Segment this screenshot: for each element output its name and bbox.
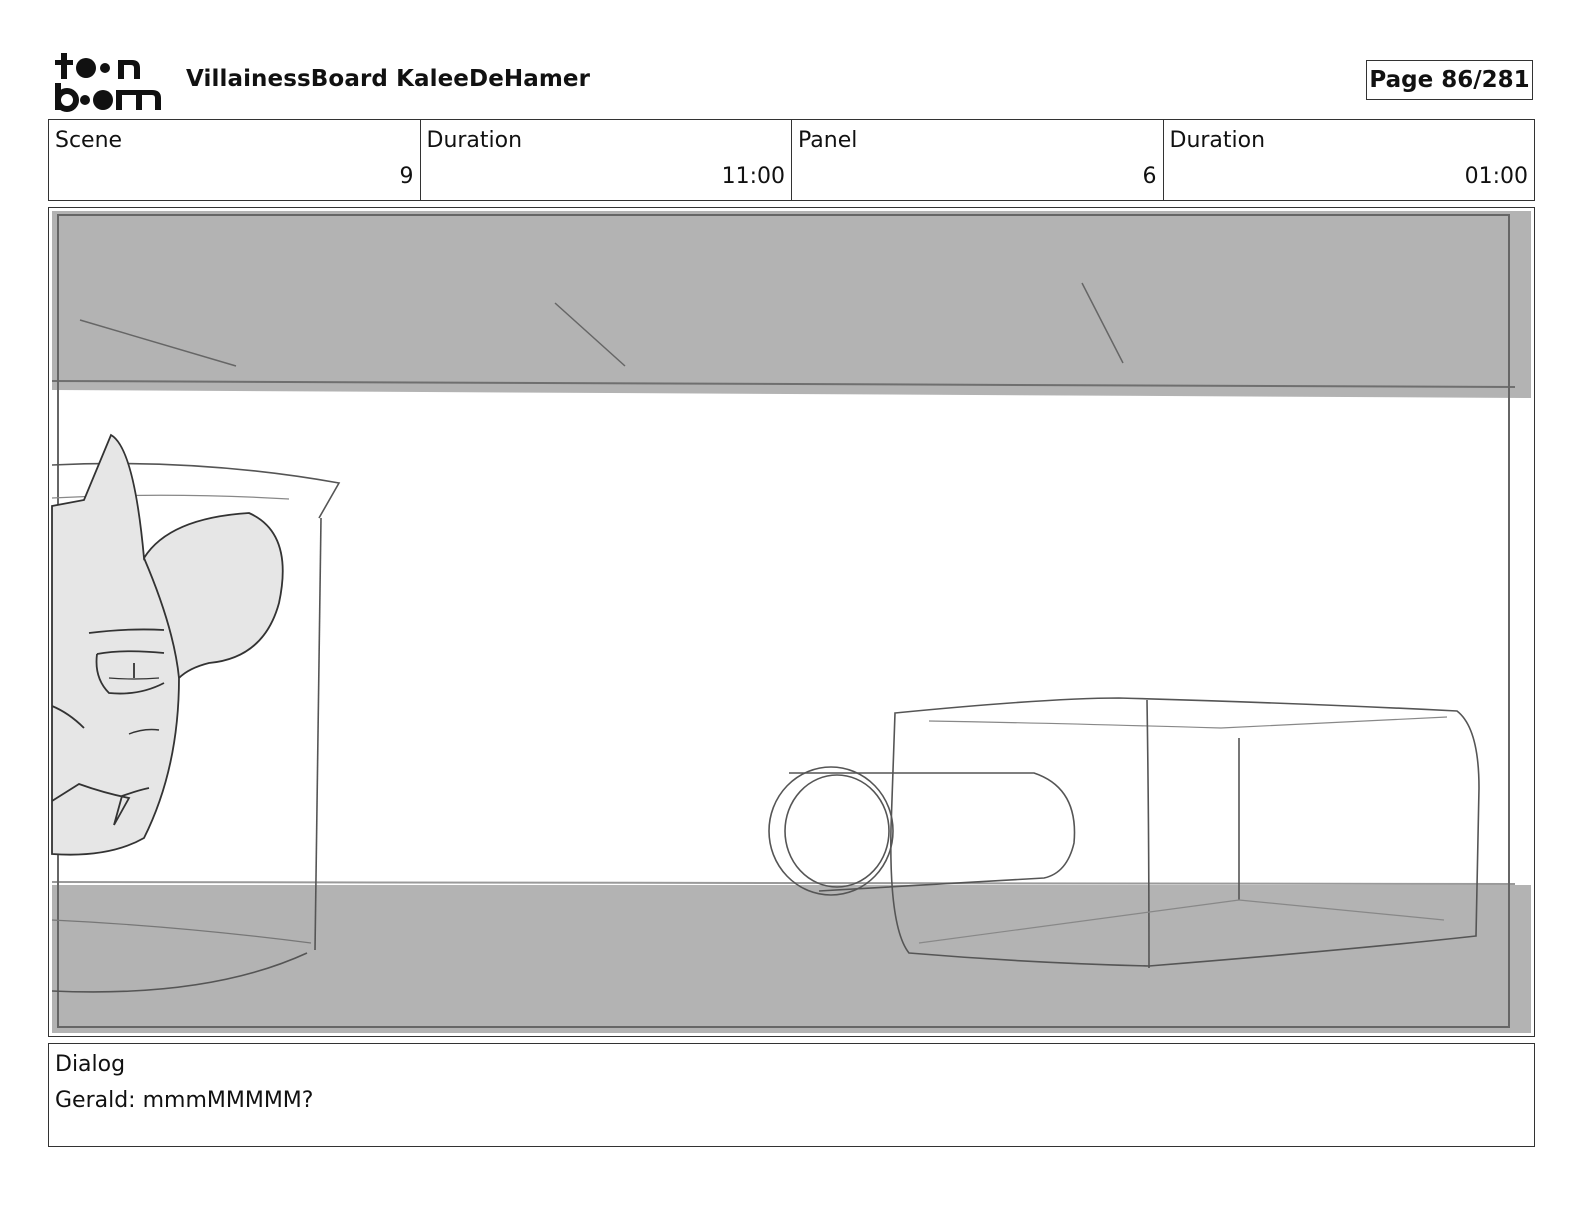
panel-duration-value: 01:00	[1464, 164, 1528, 189]
scene-cell: Scene 9	[49, 120, 421, 200]
project-title: VillainessBoard KaleeDeHamer	[186, 66, 591, 92]
glass-jar	[51, 462, 341, 993]
panel-value: 6	[1142, 164, 1157, 189]
toonboom-logo-icon	[55, 53, 161, 112]
dialog-box: Dialog Gerald: mmmMMMMM?	[48, 1043, 1535, 1147]
bottle-sketch	[768, 697, 1480, 969]
character-sketch	[51, 433, 284, 856]
toonboom-logo	[52, 50, 164, 112]
bottom-shelf	[52, 885, 1531, 1033]
page-indicator: Page 86/281	[1366, 60, 1533, 100]
scene-duration-label: Duration	[426, 128, 523, 153]
scene-info-row: Scene 9 Duration 11:00 Panel 6 Duration …	[48, 119, 1535, 201]
scene-duration-cell: Duration 11:00	[421, 120, 792, 200]
dialog-text: Gerald: mmmMMMMM?	[55, 1088, 314, 1113]
panel-duration-cell: Duration 01:00	[1164, 120, 1535, 200]
dialog-label: Dialog	[55, 1052, 126, 1077]
scene-value: 9	[399, 164, 414, 189]
top-shelf	[52, 211, 1531, 398]
scene-label: Scene	[55, 128, 123, 153]
panel-label: Panel	[798, 128, 858, 153]
panel-duration-label: Duration	[1169, 128, 1266, 153]
storyboard-panel	[48, 207, 1535, 1037]
page-label: Page	[1369, 67, 1434, 93]
scene-duration-value: 11:00	[721, 164, 785, 189]
page-value: 86/281	[1441, 67, 1530, 93]
storyboard-sketch-icon	[51, 211, 1531, 1033]
panel-cell: Panel 6	[792, 120, 1164, 200]
